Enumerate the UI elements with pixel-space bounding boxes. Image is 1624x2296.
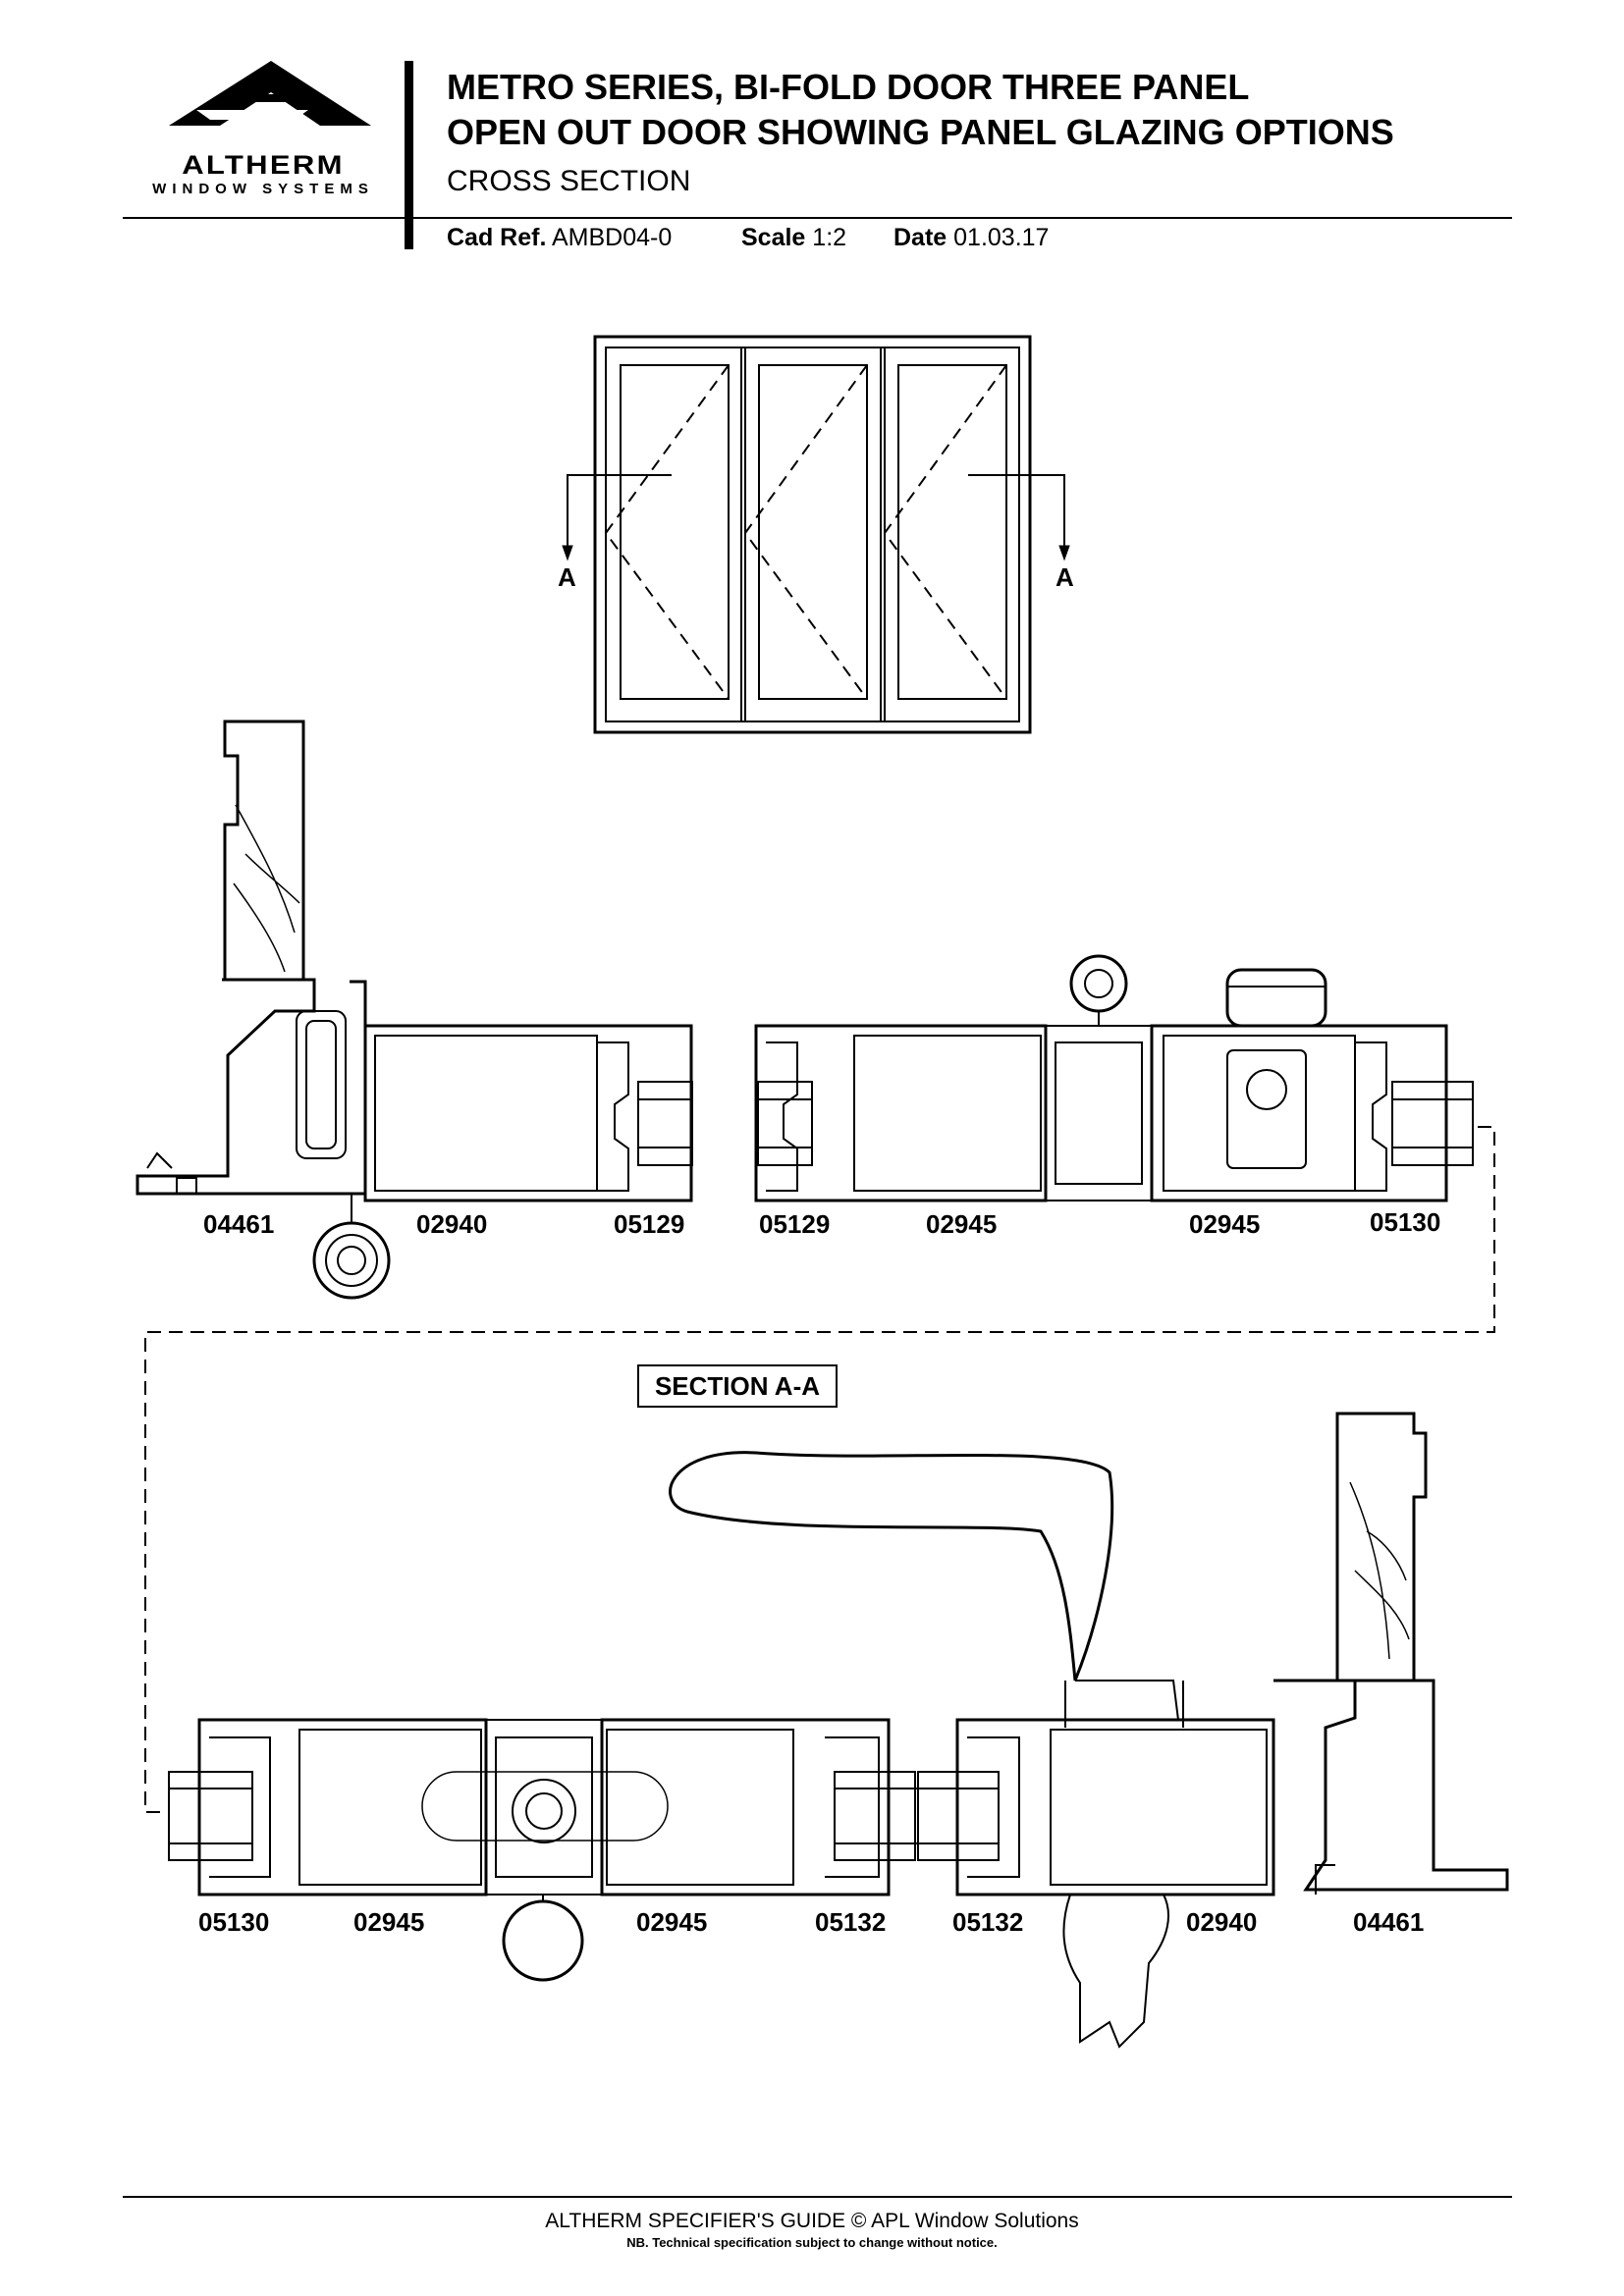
part-label: 02940 xyxy=(1186,1907,1258,1937)
title-line-1: METRO SERIES, BI-FOLD DOOR THREE PANEL xyxy=(447,67,1250,107)
part-label: 05130 xyxy=(198,1907,270,1937)
part-label: 05129 xyxy=(614,1209,685,1239)
date-label: Date xyxy=(893,224,947,251)
altherm-logo xyxy=(169,61,371,126)
cad-ref-label: Cad Ref. xyxy=(447,224,547,251)
date-value: 01.03.17 xyxy=(953,224,1050,251)
logo-tagline: WINDOW SYSTEMS xyxy=(152,181,374,197)
bottom-section-profiles xyxy=(168,1412,1509,2049)
part-label: 04461 xyxy=(203,1209,275,1239)
part-label: 04461 xyxy=(1353,1907,1425,1937)
part-label: 02945 xyxy=(1189,1209,1261,1239)
date: Date 01.03.17 xyxy=(893,224,1049,252)
footer-disclaimer: NB. Technical specification subject to c… xyxy=(626,2235,998,2250)
top-section-profiles xyxy=(135,720,1474,1300)
scale-label: Scale xyxy=(741,224,806,251)
footer-credit: ALTHERM SPECIFIER'S GUIDE © APL Window S… xyxy=(545,2210,1079,2232)
section-marker-left: A xyxy=(558,562,576,592)
part-label: 02945 xyxy=(926,1209,998,1239)
title-line-2: OPEN OUT DOOR SHOWING PANEL GLAZING OPTI… xyxy=(447,112,1394,152)
cad-ref-value: AMBD04-0 xyxy=(551,224,673,251)
section-marker-right: A xyxy=(1056,562,1074,592)
scale: Scale 1:2 xyxy=(741,224,846,252)
part-label: 05132 xyxy=(952,1907,1024,1937)
logo-brand: ALTHERM xyxy=(182,150,345,180)
continuation-line xyxy=(144,1126,1495,1813)
section-title: SECTION A-A xyxy=(637,1364,838,1408)
part-label: 02940 xyxy=(416,1209,488,1239)
part-label: 05129 xyxy=(759,1209,831,1239)
subtitle: CROSS SECTION xyxy=(447,165,691,197)
scale-value: 1:2 xyxy=(812,224,847,251)
cad-ref: Cad Ref. AMBD04-0 xyxy=(447,224,672,252)
part-label: 02945 xyxy=(636,1907,708,1937)
part-label: 02945 xyxy=(353,1907,425,1937)
part-label: 05132 xyxy=(815,1907,887,1937)
door-elevation xyxy=(562,335,1070,734)
part-label: 05130 xyxy=(1370,1207,1441,1237)
header-divider xyxy=(405,61,413,249)
